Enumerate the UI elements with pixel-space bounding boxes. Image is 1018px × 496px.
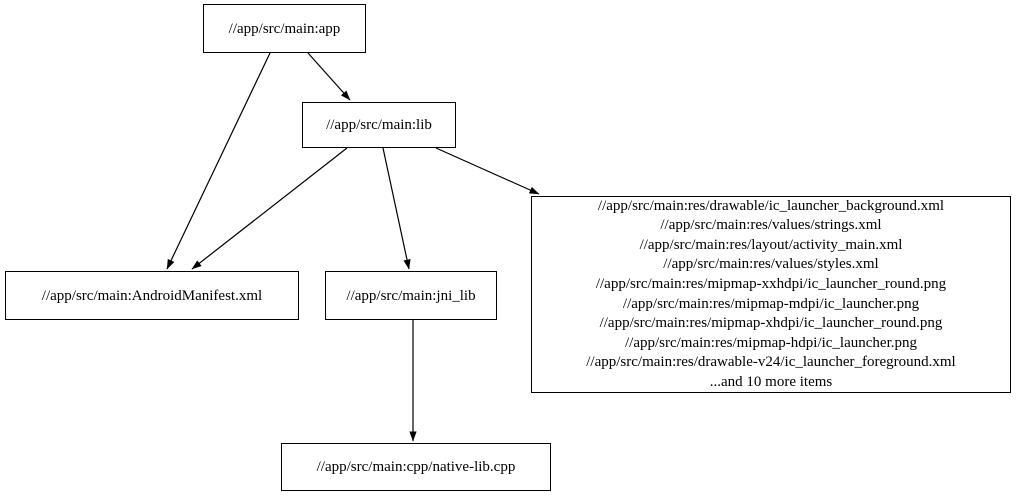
edge-app-to-manifest: [166, 52, 271, 270]
node-app-label: //app/src/main:app: [228, 20, 341, 37]
node-jni-lib-label: //app/src/main:jni_lib: [346, 287, 476, 304]
resource-item: //app/src/main:res/drawable/ic_launcher_…: [597, 197, 945, 214]
resource-item: //app/src/main:res/mipmap-xhdpi/ic_launc…: [599, 315, 943, 332]
resource-item: //app/src/main:res/mipmap-hdpi/ic_launch…: [624, 334, 917, 351]
node-android-manifest: //app/src/main:AndroidManifest.xml: [5, 271, 299, 320]
resource-more-items: ...and 10 more items: [709, 373, 833, 390]
edge-lib-to-jni-lib: [382, 147, 411, 270]
resource-item: //app/src/main:res/values/strings.xml: [660, 217, 882, 234]
resource-item: //app/src/main:res/drawable-v24/ic_launc…: [586, 354, 956, 371]
node-lib-label: //app/src/main:lib: [326, 117, 432, 133]
resource-item: //app/src/main:res/mipmap-xxhdpi/ic_laun…: [595, 275, 947, 292]
node-jni-lib: //app/src/main:jni_lib: [325, 271, 497, 320]
node-app: //app/src/main:app: [203, 4, 366, 53]
node-lib: //app/src/main:lib: [302, 102, 456, 148]
resource-item: //app/src/main:res/layout/activity_main.…: [639, 236, 903, 253]
edge-lib-to-manifest: [191, 147, 348, 270]
edge-app-to-lib: [307, 52, 351, 101]
resource-item: //app/src/main:res/mipmap-mdpi/ic_launch…: [622, 295, 920, 312]
node-resources-group: //app/src/main:res/drawable/ic_launcher_…: [531, 196, 1011, 393]
node-android-manifest-label: //app/src/main:AndroidManifest.xml: [41, 287, 263, 304]
resource-item: //app/src/main:res/values/styles.xml: [663, 256, 879, 273]
node-native-lib-cpp: //app/src/main:cpp/native-lib.cpp: [281, 443, 551, 491]
node-native-lib-cpp-label: //app/src/main:cpp/native-lib.cpp: [316, 459, 516, 475]
edge-lib-to-resources: [435, 147, 540, 195]
